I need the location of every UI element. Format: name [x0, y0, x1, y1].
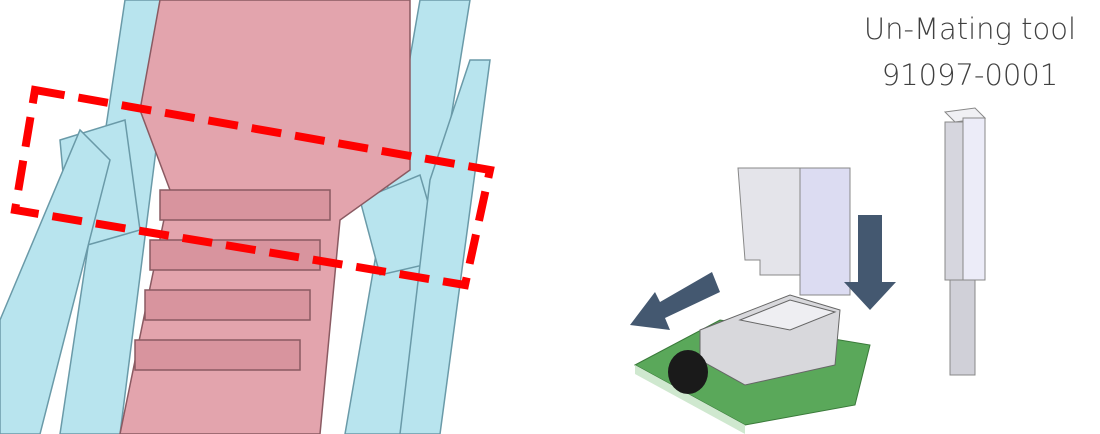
unmating-tool-part	[943, 107, 987, 376]
connector	[699, 294, 841, 386]
housing-latch	[0, 0, 491, 434]
tool-in-use	[737, 167, 851, 296]
arrow-down-icon	[844, 215, 896, 310]
tool-part-number-label: 91097-0001	[881, 58, 1059, 92]
cable-end	[668, 350, 708, 394]
arrow-left-icon	[630, 272, 720, 330]
tool-name-label: Un-Mating tool	[863, 12, 1077, 46]
highlight-dashed-box	[10, 85, 495, 290]
unmating-procedure-illustration	[630, 107, 987, 434]
plug-body	[119, 0, 411, 434]
cad-closeup-view	[0, 0, 495, 434]
